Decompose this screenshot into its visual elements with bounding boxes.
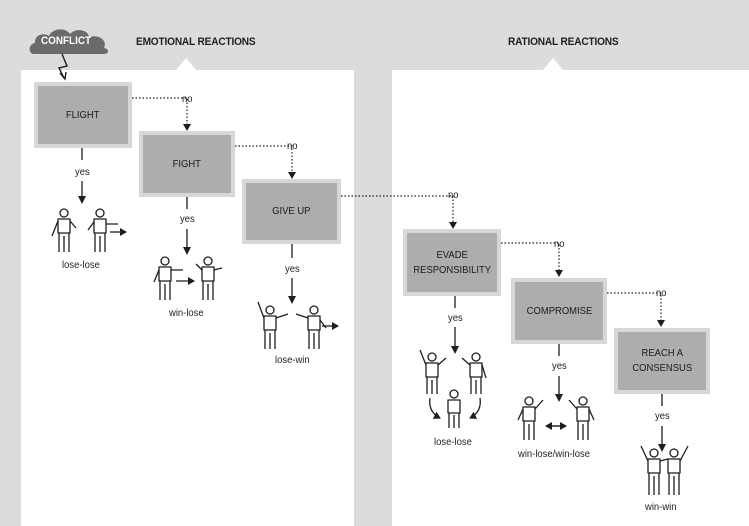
yes-label-fight: yes [180,213,195,225]
outcome-compromise: win-lose/win-lose [518,448,590,460]
fight-box: FIGHT [139,131,235,197]
no-label-fight: no [287,140,298,152]
outcome-evade: lose-lose [434,436,472,448]
yes-arrowheads [78,196,666,452]
reach-consensus-label: REACH A CONSENSUS [632,347,692,374]
rational-notch [543,58,563,70]
yes-connectors [81,148,663,444]
evade-responsibility-box: EVADE RESPONSIBILITY [403,229,501,296]
lightning-icon [57,53,68,79]
cloud-icon [29,29,109,54]
figures [51,208,689,495]
yes-label-give-up: yes [285,263,300,275]
give-up-box: GIVE UP [242,179,341,244]
yes-label-consensus: yes [655,410,670,422]
fight-label: FIGHT [172,157,202,170]
figures-flight [51,208,127,252]
outcome-fight: win-lose [169,307,204,319]
emotional-notch [176,58,196,70]
no-label-give-up: no [448,189,459,201]
compromise-label: COMPROMISE [526,304,592,317]
no-label-flight: no [182,93,193,105]
figures-fight [153,256,223,300]
no-label-compromise: no [656,287,667,299]
rational-heading: RATIONAL REACTIONS [508,36,619,48]
reach-consensus-box: REACH A CONSENSUS [614,328,710,394]
figures-consensus [640,445,689,495]
figures-compromise [517,396,595,440]
no-arrowheads [183,124,665,327]
yes-label-evade: yes [448,312,463,324]
figures-evade [419,349,487,428]
outcome-give-up: lose-win [275,354,310,366]
emotional-heading: EMOTIONAL REACTIONS [136,36,256,48]
no-label-evade: no [554,238,565,250]
flight-label: FLIGHT [66,108,100,121]
outcome-flight: lose-lose [62,259,100,271]
evade-responsibility-label: EVADE RESPONSIBILITY [413,248,491,276]
yes-label-compromise: yes [552,360,567,372]
compromise-box: COMPROMISE [511,278,607,344]
yes-label-flight: yes [75,166,90,178]
outcome-consensus: win-win [645,501,677,513]
figures-give-up [257,301,339,349]
conflict-label: CONFLICT [41,35,92,47]
flight-box: FLIGHT [34,82,132,148]
no-connectors [132,97,662,320]
conflict-cloud: CONFLICT [28,26,110,54]
give-up-label: GIVE UP [272,205,311,217]
